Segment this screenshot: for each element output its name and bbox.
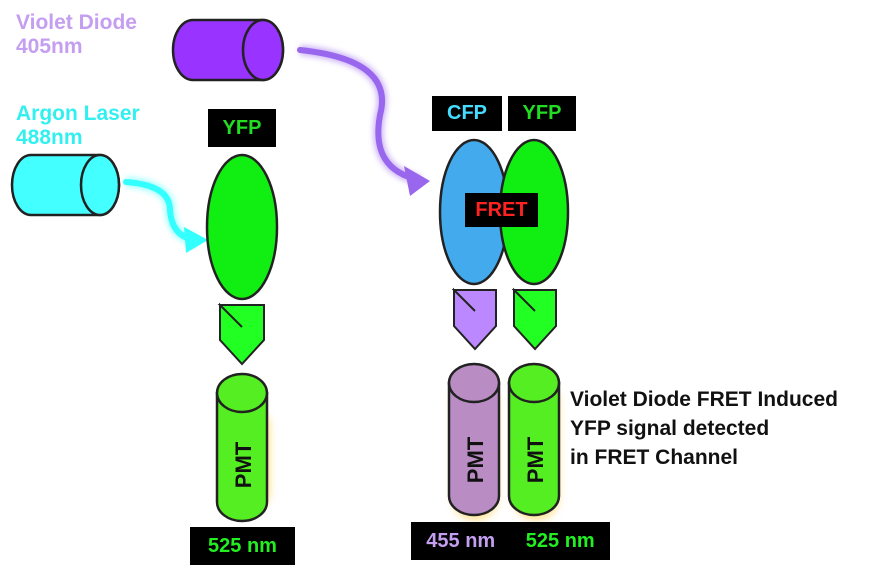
argon-laser-wavelength: 488nm — [16, 126, 83, 149]
violet-diode-name: Violet Diode — [16, 11, 137, 34]
caption-line-2: YFP signal detected — [570, 417, 770, 440]
right-filter-labels: 455 nm 525 nm — [411, 522, 610, 560]
left-emission-chevron — [217, 302, 265, 366]
violet-diode-icon — [171, 18, 285, 82]
left-yfp-molecule — [205, 153, 279, 301]
cfp-pmt-cylinder — [447, 362, 501, 520]
cfp-label: CFP — [432, 96, 502, 131]
yfp-pmt-label: PMT — [523, 436, 548, 483]
cfp-pmt-label: PMT — [463, 436, 488, 483]
left-yfp-label: YFP — [208, 109, 276, 147]
left-pmt-label: PMT — [231, 441, 256, 488]
right-yfp-label: YFP — [508, 96, 576, 131]
yfp-filter-label: 525 nm — [525, 529, 595, 552]
left-filter-label: 525 nm — [190, 527, 295, 565]
argon-ray-arrow — [123, 177, 208, 253]
caption-line-1: Violet Diode FRET Induced — [570, 388, 838, 411]
violet-diode-wavelength: 405nm — [16, 35, 83, 58]
cfp-emission-chevron — [451, 287, 497, 351]
violet-ray-arrow — [297, 45, 430, 196]
caption-line-3: in FRET Channel — [570, 446, 738, 469]
fret-label: FRET — [465, 193, 538, 227]
argon-laser-icon — [10, 153, 121, 217]
yfp-pmt-cylinder — [507, 362, 561, 520]
argon-laser-name: Argon Laser — [16, 102, 140, 125]
left-pmt-cylinder — [215, 372, 270, 523]
violet-diode-label: Violet Diode 405nm — [16, 11, 137, 59]
cfp-filter-label: 455 nm — [426, 529, 496, 552]
yfp-emission-chevron — [511, 287, 557, 351]
argon-laser-label: Argon Laser 488nm — [16, 102, 140, 150]
fret-caption: Violet Diode FRET Induced YFP signal det… — [570, 385, 838, 472]
